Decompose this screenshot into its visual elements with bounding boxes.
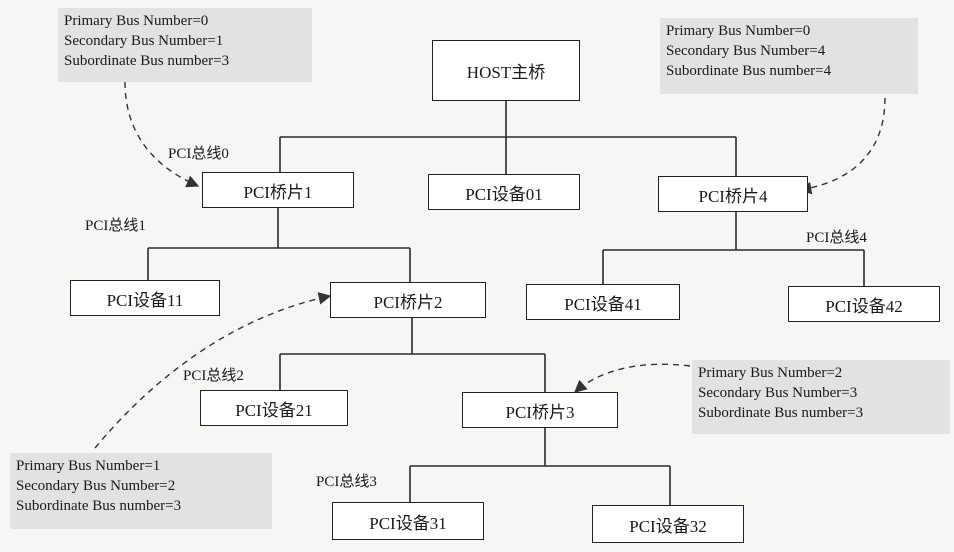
note-bridge2-primary: Primary Bus Number=1 xyxy=(16,458,161,474)
note-bridge3-secondary: Secondary Bus Number=3 xyxy=(698,385,858,401)
note-bridge2-subordinate: Subordinate Bus number=3 xyxy=(16,498,182,514)
note-bridge1: Primary Bus Number=0 Secondary Bus Numbe… xyxy=(58,8,312,82)
bus-lines xyxy=(147,101,865,505)
note-bridge1-subordinate: Subordinate Bus number=3 xyxy=(64,53,230,69)
pci-device-42: PCI设备42 xyxy=(788,286,940,322)
pci-device-32: PCI设备32 xyxy=(592,505,744,543)
note-bridge3: Primary Bus Number=2 Secondary Bus Numbe… xyxy=(692,360,950,434)
note1-arrow xyxy=(124,81,200,188)
bus1-label: PCI总线1 xyxy=(85,218,146,234)
note-bridge1-primary: Primary Bus Number=0 xyxy=(64,13,209,29)
pci-device-11: PCI设备11 xyxy=(70,280,220,316)
note4-arrow xyxy=(798,97,886,195)
pci-device-01: PCI设备01 xyxy=(428,174,580,210)
pci-bridge-4: PCI桥片4 xyxy=(658,176,808,212)
pci-bridge-2: PCI桥片2 xyxy=(330,282,486,318)
bus0-label: PCI总线0 xyxy=(168,146,229,162)
bus3-label: PCI总线3 xyxy=(316,474,377,490)
note2-arrow xyxy=(94,292,332,449)
note-bridge4-primary: Primary Bus Number=0 xyxy=(666,23,811,39)
note-bridge2: Primary Bus Number=1 Secondary Bus Numbe… xyxy=(10,453,272,529)
pci-device-31: PCI设备31 xyxy=(332,502,484,540)
note-bridge3-primary: Primary Bus Number=2 xyxy=(698,365,843,381)
pci-device-21: PCI设备21 xyxy=(200,390,348,426)
note-bridge2-secondary: Secondary Bus Number=2 xyxy=(16,478,176,494)
note-bridge4-subordinate: Subordinate Bus number=4 xyxy=(666,63,832,79)
note-bridge1-secondary: Secondary Bus Number=1 xyxy=(64,33,224,49)
note-bridge3-subordinate: Subordinate Bus number=3 xyxy=(698,405,864,421)
bus4-label: PCI总线4 xyxy=(806,230,867,246)
pci-bridge-1: PCI桥片1 xyxy=(202,172,354,208)
note-bridge4: Primary Bus Number=0 Secondary Bus Numbe… xyxy=(660,18,918,94)
pci-device-41: PCI设备41 xyxy=(526,284,680,320)
host-bridge: HOST主桥 xyxy=(432,40,580,101)
note-bridge4-secondary: Secondary Bus Number=4 xyxy=(666,43,826,59)
note-arrows xyxy=(94,81,886,449)
note3-arrow xyxy=(574,363,691,393)
pci-bridge-3: PCI桥片3 xyxy=(462,392,618,428)
bus2-label: PCI总线2 xyxy=(183,368,244,384)
